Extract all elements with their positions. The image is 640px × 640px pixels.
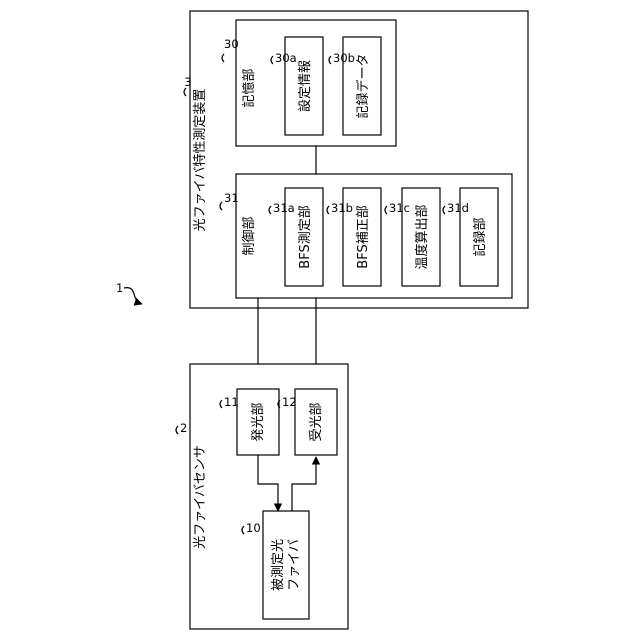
- device-ref: 3: [184, 75, 191, 89]
- recorder-ref: 31d: [447, 201, 469, 215]
- temp-calc-ref: 31c: [389, 201, 410, 215]
- records-ref: 30b: [333, 51, 355, 65]
- receiver-label: 受光部: [309, 402, 324, 441]
- fiber-label-line1: 被測定光: [271, 539, 286, 591]
- fiber-box: [263, 511, 309, 619]
- storage-label: 記憶部: [241, 68, 257, 107]
- emitter-label: 発光部: [251, 402, 266, 441]
- settings-label: 設定情報: [297, 60, 313, 112]
- sensor-ref: 2: [180, 421, 187, 435]
- device-title: 光ファイバ特性測定装置: [193, 89, 208, 232]
- device-ref-squiggle: [184, 88, 186, 96]
- control-label: 制御部: [242, 216, 257, 255]
- bfs-correct-ref: 31b: [331, 201, 353, 215]
- recorder-label: 記録部: [472, 217, 488, 256]
- storage-ref: 30: [224, 37, 239, 51]
- temp-calc-label: 温度算出部: [414, 204, 430, 269]
- receiver-ref: 12: [282, 395, 297, 409]
- bfs-measure-label: BFS測定部: [298, 205, 313, 268]
- fiber-ref: 10: [246, 521, 261, 535]
- bfs-measure-ref: 31a: [273, 201, 295, 215]
- records-label: 記録データ: [355, 53, 371, 118]
- control-ref: 31: [224, 191, 239, 205]
- sensor-ref-squiggle: [176, 426, 178, 434]
- sensor-title: 光ファイバセンサ: [193, 445, 208, 549]
- fiber-label-line2: ファイバ: [287, 539, 302, 591]
- bfs-correct-label: BFS補正部: [356, 205, 371, 268]
- system-ref: 1: [116, 281, 123, 295]
- settings-ref: 30a: [275, 51, 297, 65]
- system-ref-leader: [124, 288, 142, 304]
- emitter-ref: 11: [224, 395, 239, 409]
